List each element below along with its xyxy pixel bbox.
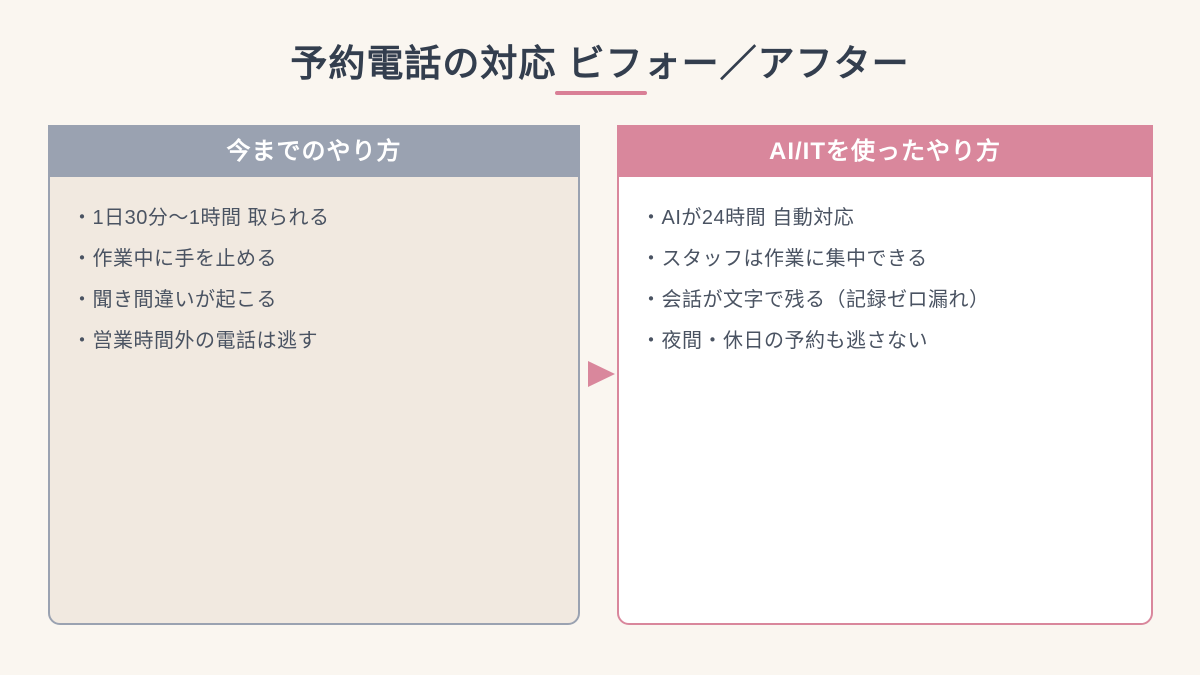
list-item: ・会話が文字で残る（記録ゼロ漏れ） [641, 289, 990, 311]
title-underline [555, 91, 647, 95]
before-card: 今までのやり方 ・1日30分〜1時間 取られる ・作業中に手を止める ・聞き間違… [48, 125, 580, 625]
list-item: ・1日30分〜1時間 取られる [72, 207, 330, 229]
list-item: ・営業時間外の電話は逃す [72, 330, 318, 352]
arrow-right-icon [588, 361, 615, 387]
list-item: ・夜間・休日の予約も逃さない [641, 330, 928, 352]
after-card: AI/ITを使ったやり方 ・AIが24時間 自動対応 ・スタッフは作業に集中でき… [617, 125, 1153, 625]
before-list: ・1日30分〜1時間 取られる ・作業中に手を止める ・聞き間違いが起こる ・営… [50, 177, 578, 362]
page-title: 予約電話の対応 ビフォー／アフター [290, 43, 910, 84]
after-card-header: AI/ITを使ったやり方 [619, 127, 1151, 177]
list-item: ・AIが24時間 自動対応 [641, 207, 855, 229]
list-item: ・スタッフは作業に集中できる [641, 248, 928, 270]
list-item: ・聞き間違いが起こる [72, 289, 277, 311]
after-list: ・AIが24時間 自動対応 ・スタッフは作業に集中できる ・会話が文字で残る（記… [619, 177, 1151, 362]
before-card-header: 今までのやり方 [50, 127, 578, 177]
list-item: ・作業中に手を止める [72, 248, 277, 270]
